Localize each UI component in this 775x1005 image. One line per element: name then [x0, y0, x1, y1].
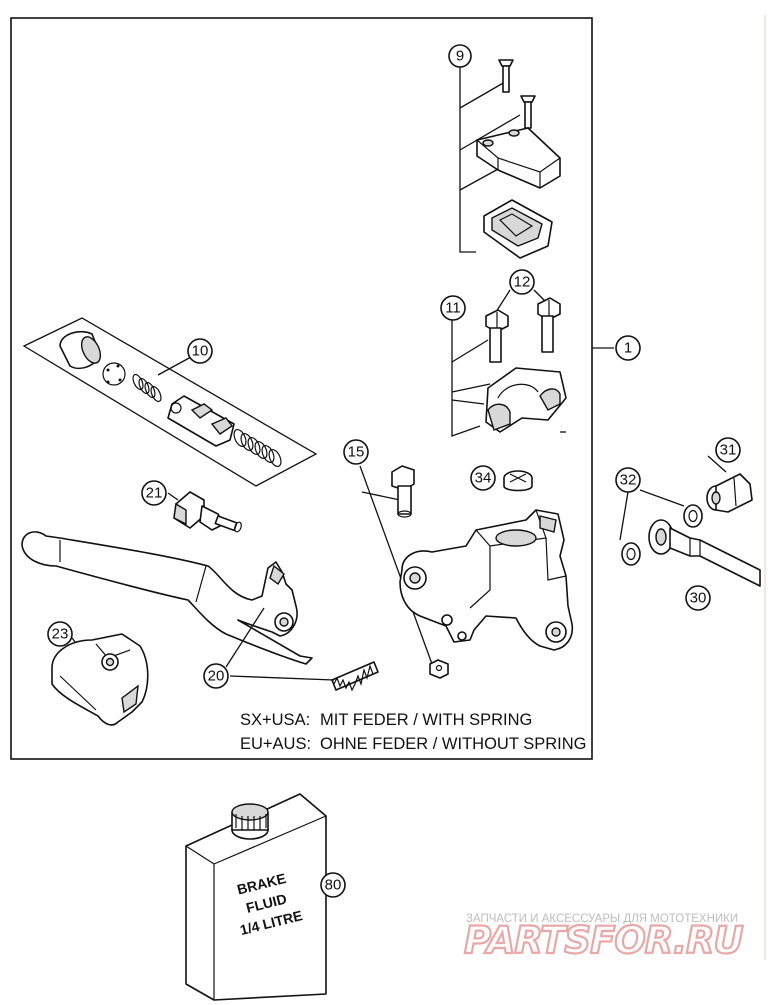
callout-15: 15 [343, 439, 369, 465]
cover-screw [498, 59, 514, 93]
reservoir-cover-group [459, 59, 561, 259]
callout-21-label: 21 [146, 485, 163, 502]
note-line2-text: OHNE FEDER / WITHOUT SPRING [320, 735, 586, 753]
piston-kit-group [22, 317, 318, 487]
piston-kit-frame [22, 317, 318, 487]
callout-11: 11 [440, 295, 466, 321]
clamp-bolt [485, 309, 509, 363]
callout-11-label: 11 [445, 300, 461, 317]
brake-hose [648, 519, 761, 587]
callout-1-label: 1 [624, 340, 632, 357]
note-line2-label: EU+AUS: [240, 735, 311, 753]
pivot-nut [429, 659, 449, 679]
small-spring [132, 373, 162, 403]
watermark-tagline: ЗАПЧАСТИ И АКСЕССУАРЫ ДЛЯ МОТОТЕХНИКИ [466, 913, 738, 925]
callout-30-label: 30 [690, 590, 707, 607]
piston-circlip [102, 362, 126, 386]
lever-guard [51, 633, 149, 726]
note-line1-label: SX+USA: [240, 711, 310, 729]
cover-screw [520, 95, 536, 129]
lever-adjuster [167, 491, 242, 533]
piston [167, 395, 235, 447]
callout-23-label: 23 [52, 626, 69, 643]
sealing-washer [683, 504, 703, 528]
clamp-bolt [537, 297, 561, 353]
callout-10: 10 [187, 338, 213, 364]
lever-spring [331, 661, 379, 692]
callout-80-label: 80 [325, 877, 342, 894]
callout-12-label: 12 [514, 274, 531, 291]
callout-80: 80 [320, 872, 346, 898]
callout-31: 31 [715, 437, 741, 463]
callout-1: 1 [615, 335, 641, 361]
callout-12: 12 [509, 269, 535, 295]
callout-32-label: 32 [620, 472, 637, 489]
brake-lever [21, 531, 313, 665]
callout-32: 32 [615, 467, 641, 493]
return-spring [233, 428, 282, 468]
callout-21: 21 [141, 480, 167, 506]
assembly-frame [10, 17, 593, 760]
callout-10-label: 10 [192, 343, 209, 360]
banjo-bolt [706, 473, 753, 513]
callout-9-label: 9 [456, 48, 464, 65]
handlebar-clamp-group [451, 289, 567, 437]
brake-fluid-can: BRAKE FLUID 1/4 LITRE [185, 793, 327, 1001]
callout-23: 23 [47, 621, 73, 647]
callout-20-label: 20 [208, 668, 225, 685]
sealing-washer [621, 542, 641, 566]
sight-glass [503, 470, 533, 492]
callout-15-label: 15 [348, 444, 365, 461]
reservoir-cover [476, 127, 561, 189]
master-cylinder-body [399, 431, 574, 651]
pivot-bolt-group [359, 465, 449, 679]
callout-34: 34 [470, 465, 496, 491]
brake-hose-assembly [619, 455, 761, 587]
callout-31-label: 31 [720, 442, 737, 459]
callout-20: 20 [203, 663, 229, 689]
callout-9: 9 [448, 44, 472, 68]
watermark-logo: PARTSFOR.RU [464, 919, 744, 962]
pivot-bolt [391, 465, 415, 518]
note-line1-text: MIT FEDER / WITH SPRING [320, 711, 532, 729]
callout-34-label: 34 [475, 470, 492, 487]
callout-30: 30 [685, 585, 711, 611]
piston-boot [59, 330, 102, 370]
